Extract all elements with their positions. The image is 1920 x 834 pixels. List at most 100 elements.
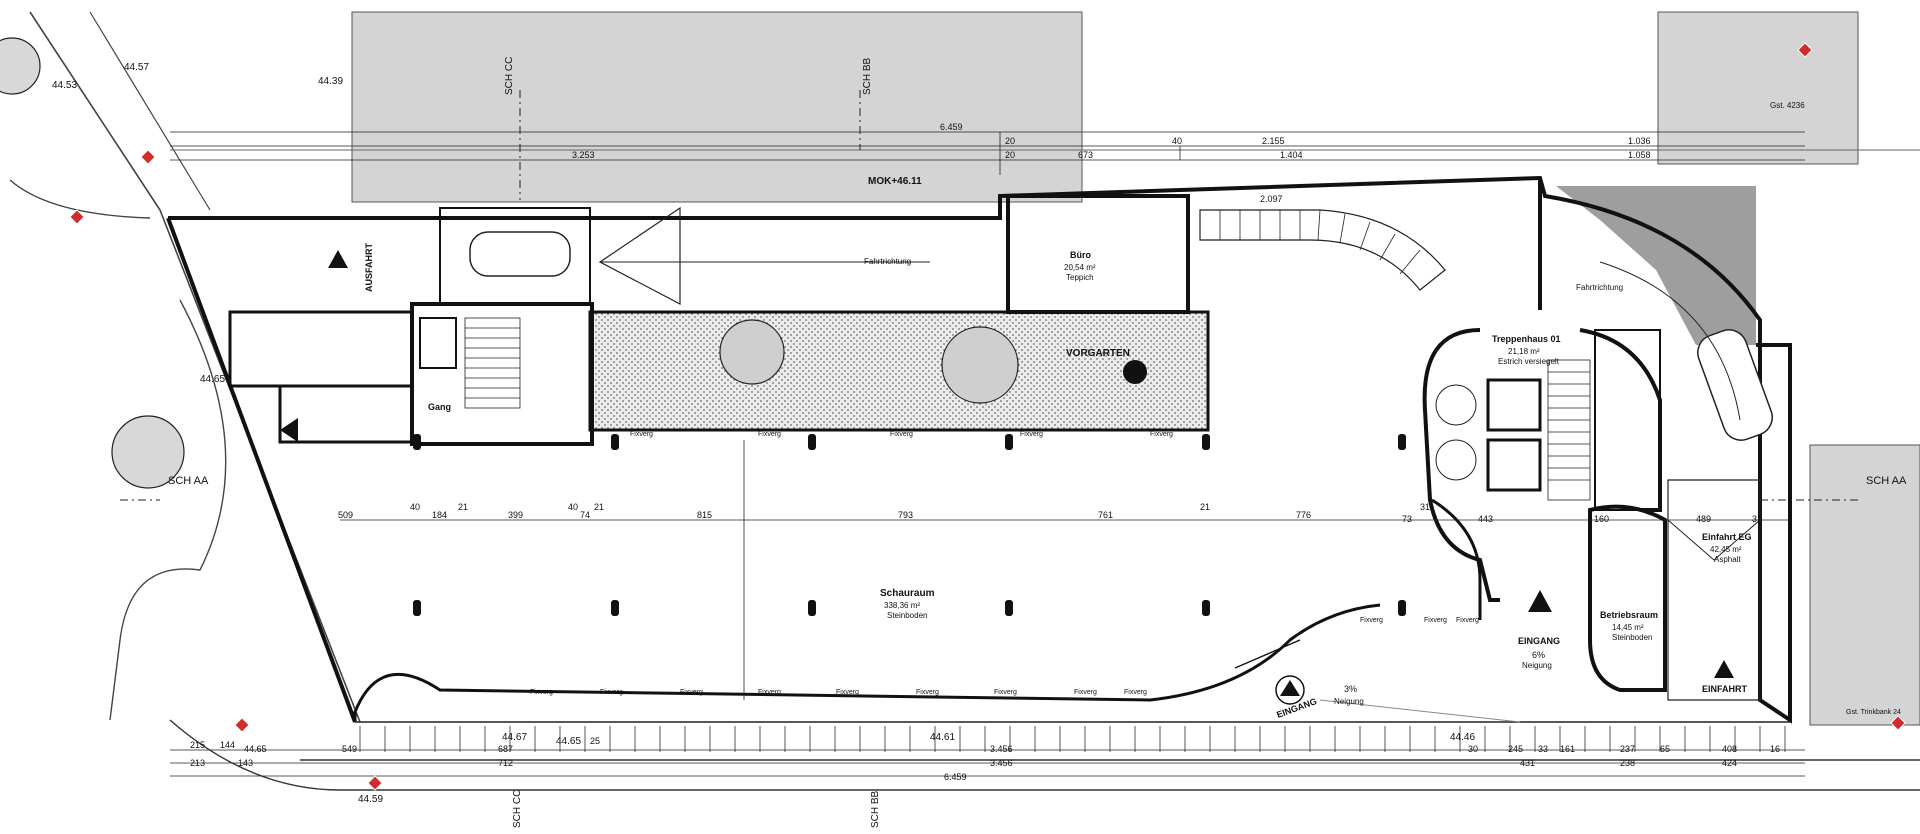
wc-block xyxy=(1594,329,1661,511)
dim-mid-21b: 21 xyxy=(594,502,604,512)
window-label: Fixverg xyxy=(1456,617,1479,624)
dim-bot-431: 431 xyxy=(1520,758,1535,768)
island-left xyxy=(109,299,227,721)
dim-mid-21c: 21 xyxy=(1200,502,1210,512)
dim-mid-815: 815 xyxy=(697,510,712,520)
room-einfahrt-name: Einfahrt EG xyxy=(1702,532,1752,542)
dim-mid-21a: 21 xyxy=(458,502,468,512)
elevator-left xyxy=(419,317,457,369)
window-label: Fixverg xyxy=(630,431,653,438)
room-betrieb-name: Betriebsraum xyxy=(1600,610,1658,620)
level-6: 44.65 xyxy=(556,736,581,747)
dim-mid-31: 31 xyxy=(1420,502,1430,512)
label-gst: Gst. 4236 xyxy=(1770,101,1805,110)
level-7: 44.61 xyxy=(930,732,955,743)
label-ausfahrt: AUSFAHRT xyxy=(364,242,374,292)
label-eingang-1: EINGANG xyxy=(1518,636,1560,646)
label-neigung-1: Neigung xyxy=(1522,661,1552,670)
label-gst-bottom: Gst. Trinkbank 24 xyxy=(1846,709,1901,716)
dim-bot-143: 143 xyxy=(238,758,253,768)
window-label: Fixverg xyxy=(1150,431,1173,438)
window-label: Fixverg xyxy=(1020,431,1043,438)
schauraum-columns xyxy=(413,434,1406,616)
tree-2 xyxy=(941,326,1019,404)
dim-mid-184: 184 xyxy=(432,510,447,520)
room-technik xyxy=(228,310,414,388)
room-buero-area: 20,54 m² xyxy=(1064,263,1096,272)
dim-bot-238: 238 xyxy=(1620,758,1635,768)
dim-mid-74: 74 xyxy=(580,510,590,520)
tank-1 xyxy=(1435,384,1477,426)
fahrtrichtung-arc xyxy=(1599,261,1741,421)
tree-1 xyxy=(719,319,785,385)
dim-mid-443: 443 xyxy=(1478,514,1493,524)
eingang-arrow-2 xyxy=(1280,680,1300,696)
vorgarten-area xyxy=(588,310,1210,432)
window-label: Fixverg xyxy=(758,689,781,696)
dim-bot-549: 549 xyxy=(342,744,357,754)
window-labels: Fixverg Fixverg Fixverg Fixverg Fixverg … xyxy=(530,431,1479,696)
corridor-left xyxy=(278,384,414,444)
dim-lines-top xyxy=(170,131,1805,175)
neigung-arrow xyxy=(1319,699,1521,723)
room-buero-name: Büro xyxy=(1070,250,1091,260)
dim-top-1036: 1.036 xyxy=(1628,136,1651,146)
room-einfahrt-area: 42,45 m² xyxy=(1710,545,1742,554)
dim-top-2155: 2.155 xyxy=(1262,136,1285,146)
dim-mid-776: 776 xyxy=(1296,510,1311,520)
einfahrt-triangle xyxy=(1667,519,1761,561)
dim-mid-399: 399 xyxy=(508,510,523,520)
dim-top-20a: 20 xyxy=(1005,136,1015,146)
label-neigung-1-value: 6% xyxy=(1532,650,1545,660)
treppenhaus-bottom-curve xyxy=(1431,498,1482,620)
dim-mid-73: 73 xyxy=(1402,514,1412,524)
street-curb-left xyxy=(29,11,361,723)
section-bb-bottom: SCH BB xyxy=(870,790,881,828)
dim-top-1404: 1.404 xyxy=(1280,150,1303,160)
room-betrieb-area: 14,45 m² xyxy=(1612,623,1644,632)
garage-ramp xyxy=(439,207,591,305)
window-label: Fixverg xyxy=(994,689,1017,696)
neighbor-parcel-corner xyxy=(1556,186,1756,345)
room-betriebsraum xyxy=(1588,504,1667,692)
room-betrieb-floor: Steinboden xyxy=(1612,633,1652,642)
road-bottom-curve xyxy=(169,719,1920,791)
street-curb-left-outer xyxy=(89,11,211,211)
dim-mid-509: 509 xyxy=(338,510,353,520)
dim-mid-793: 793 xyxy=(898,510,913,520)
ramp-triangle xyxy=(598,206,681,305)
curved-stair-steps xyxy=(1219,209,1421,275)
dim-bot-213: 213 xyxy=(190,758,205,768)
curved-stair xyxy=(1199,209,1446,291)
tree-3 xyxy=(111,415,185,489)
exit-arrow-left xyxy=(280,418,298,442)
dim-top-6459: 6.459 xyxy=(940,122,963,132)
label-dim-2097: 2.097 xyxy=(1260,194,1283,204)
room-treppenhaus-name: Treppenhaus 01 xyxy=(1492,334,1561,344)
dim-top-40: 40 xyxy=(1172,136,1182,146)
treppenhaus-core-right xyxy=(1579,328,1662,512)
dim-bot-30: 30 xyxy=(1468,744,1478,754)
dim-bot-3456b: 3.456 xyxy=(990,758,1013,768)
level-4: 44.65 xyxy=(200,374,225,385)
room-treppenhaus-floor: Estrich versiegelt xyxy=(1498,357,1560,366)
neighbor-building-top xyxy=(351,11,1083,203)
window-label: Fixverg xyxy=(836,689,859,696)
dim-bot-161: 161 xyxy=(1560,744,1575,754)
tree-4 xyxy=(0,37,41,95)
section-lines xyxy=(120,90,1860,501)
label-einfahrt: EINFAHRT xyxy=(1702,684,1748,694)
car-right xyxy=(1697,329,1773,441)
dim-mid-31b: 31 xyxy=(1752,514,1762,524)
dim-bot-215: 215 xyxy=(190,740,205,750)
window-label: Fixverg xyxy=(916,689,939,696)
room-gang-name: Gang xyxy=(428,402,451,412)
neighbor-building-top-right xyxy=(1657,11,1859,165)
window-label: Fixverg xyxy=(1074,689,1097,696)
label-fahrtrichtung-2: Fahrtrichtung xyxy=(1576,283,1623,292)
window-label: Fixverg xyxy=(600,689,623,696)
dim-bot-65: 65 xyxy=(1660,744,1670,754)
facade-diagonal xyxy=(166,217,357,723)
neighbor-building-right xyxy=(1809,444,1920,726)
car-top xyxy=(469,231,571,277)
